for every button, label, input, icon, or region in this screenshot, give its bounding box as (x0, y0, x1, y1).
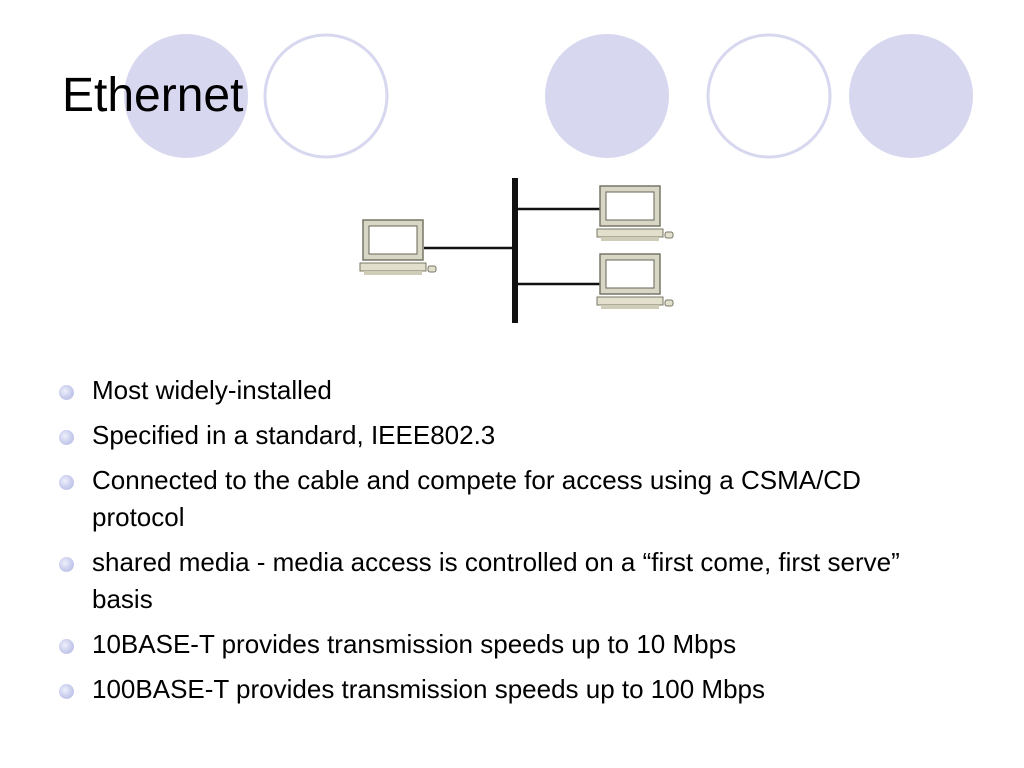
decorative-circle-filled (545, 34, 669, 158)
decorative-circle-filled (849, 34, 973, 158)
bullet-text: 100BASE-T provides transmission speeds u… (92, 674, 765, 704)
bullet-item: 10BASE-T provides transmission speeds up… (56, 626, 956, 663)
ethernet-bus-diagram (359, 178, 674, 323)
decorative-circle-ring (263, 33, 389, 159)
computer-icon (596, 185, 674, 241)
bullet-icon (59, 684, 74, 699)
decorative-circle-ring (706, 33, 832, 159)
bullet-text: shared media - media access is controlle… (92, 547, 900, 614)
bullet-item: shared media - media access is controlle… (56, 544, 956, 618)
bus-cable (512, 178, 518, 323)
bullet-list: Most widely-installed Specified in a sta… (56, 372, 956, 716)
bullet-item: Specified in a standard, IEEE802.3 (56, 417, 956, 454)
computer-icon (596, 253, 674, 309)
bullet-icon (59, 385, 74, 400)
bullet-text: Specified in a standard, IEEE802.3 (92, 420, 496, 450)
bullet-text: Most widely-installed (92, 375, 332, 405)
decorative-circles (124, 33, 973, 159)
slide-title: Ethernet (62, 69, 244, 122)
computer-icon (359, 219, 437, 275)
bullet-item: Connected to the cable and compete for a… (56, 462, 956, 536)
bullet-icon (59, 430, 74, 445)
bullet-icon (59, 475, 74, 490)
bullet-icon (59, 557, 74, 572)
bullet-icon (59, 639, 74, 654)
decorative-circle-filled (124, 34, 248, 158)
bullet-item: 100BASE-T provides transmission speeds u… (56, 671, 956, 708)
bullet-text: Connected to the cable and compete for a… (92, 465, 861, 532)
bullet-text: 10BASE-T provides transmission speeds up… (92, 629, 737, 659)
bullet-item: Most widely-installed (56, 372, 956, 409)
